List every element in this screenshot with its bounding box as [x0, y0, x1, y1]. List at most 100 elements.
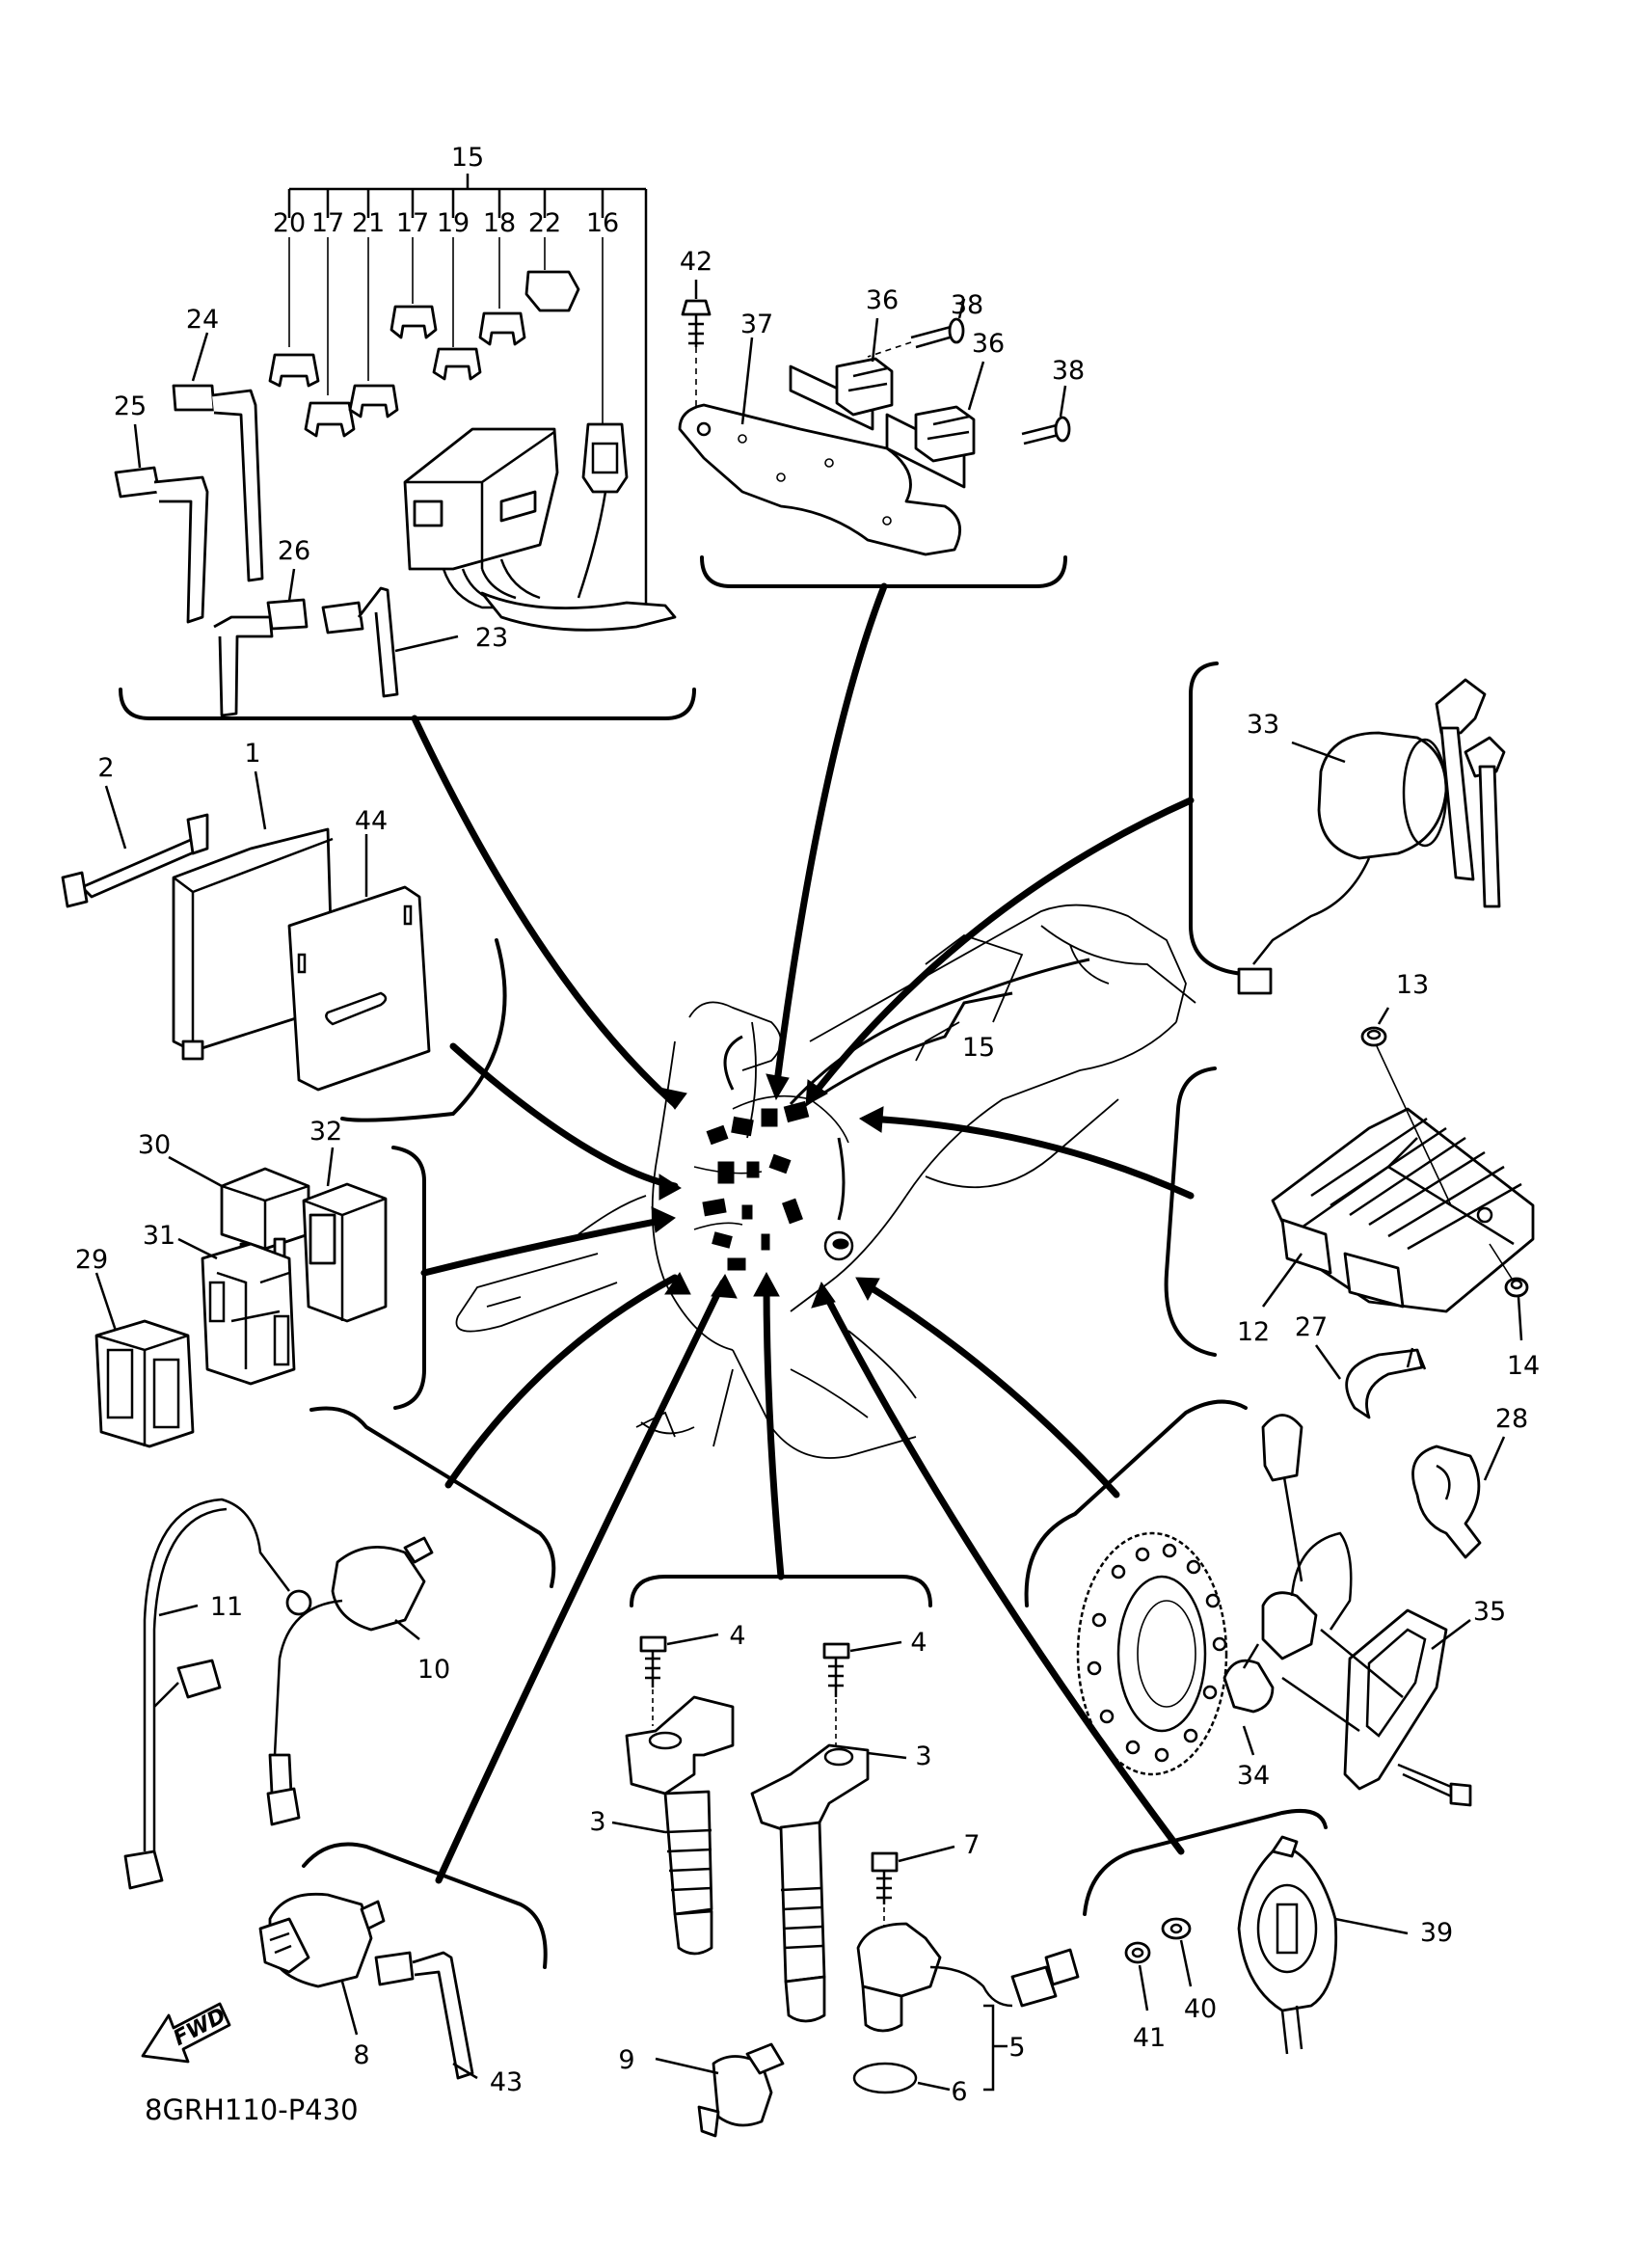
- callout-label-17: 17: [396, 208, 429, 238]
- callout-label-38: 38: [951, 290, 983, 320]
- leader-34: [1242, 1725, 1255, 1756]
- bracket-relays-group: [391, 1146, 426, 1410]
- callout-label-44: 44: [355, 806, 388, 836]
- speed-sensor-assembly: [655, 1845, 1080, 2138]
- leader-27: [1314, 1344, 1342, 1380]
- screw-7-icon: [871, 1845, 955, 1929]
- ecu-assembly: [61, 770, 431, 1092]
- bracket-coil-group: [630, 1575, 932, 1607]
- pickup-bracket-35-icon: [1343, 1608, 1448, 1791]
- callout-label-4: 4: [729, 1621, 745, 1651]
- leader-horn: [820, 1288, 1185, 1855]
- relay-36-icons: [835, 317, 985, 463]
- leader-relay-bracket: [772, 582, 888, 1094]
- leader-11: [158, 1604, 199, 1617]
- leader-6: [917, 2081, 951, 2092]
- callout-label-7: 7: [963, 1830, 980, 1860]
- callout-label-26: 26: [278, 536, 310, 566]
- pickup-coil-34-icon: [1223, 1414, 1353, 1714]
- callout-label-36: 36: [866, 285, 899, 315]
- callout-label-38: 38: [1052, 356, 1085, 386]
- bracket-sensor-group: [309, 1406, 556, 1588]
- rotor-disc-icon: [1076, 1531, 1228, 1776]
- relay-32-icon: [302, 1182, 388, 1323]
- speed-sensor-5-icon: [856, 1922, 1080, 2033]
- cover-plate-44-icon: [287, 885, 431, 1092]
- callout-label-11: 11: [210, 1592, 243, 1622]
- callout-label-25: 25: [114, 392, 147, 421]
- callout-label-4: 4: [910, 1628, 927, 1658]
- callout-label-9: 9: [618, 2045, 634, 2075]
- relay-holder-31-icon: [201, 1242, 296, 1386]
- leader-10: [394, 1619, 420, 1640]
- callout-label-13: 13: [1396, 970, 1429, 1000]
- fwd-arrow-icon: FWD: [141, 2002, 231, 2064]
- o-ring-6-icon: [852, 2062, 918, 2094]
- clamp-27-icon: [1345, 1347, 1427, 1419]
- leader-30: [168, 1155, 223, 1188]
- cable-tie-43-icon: [374, 1951, 478, 2080]
- callout-label-17: 17: [311, 208, 344, 238]
- callout-label-22: 22: [528, 208, 561, 238]
- callout-label-39: 39: [1420, 1918, 1453, 1948]
- bolt-icon-pickup: [1281, 1629, 1472, 1807]
- leader-pickup: [859, 1279, 1120, 1498]
- bolt-4-right-icon: [822, 1640, 902, 1745]
- callout-label-2: 2: [97, 753, 114, 783]
- rectifier-regulator-12-icon: [1271, 1107, 1535, 1313]
- callout-label-33: 33: [1247, 710, 1279, 740]
- leader-lines: [411, 582, 1195, 1884]
- leader-32: [326, 1147, 335, 1187]
- relay-assembly: [94, 1147, 388, 1448]
- harness-connector-cluster: [693, 1094, 854, 1271]
- callout-label-16: 16: [586, 208, 619, 238]
- mini-fuse-icons: [268, 270, 580, 438]
- callout-label-19: 19: [437, 208, 470, 238]
- callout-label-23: 23: [475, 623, 508, 653]
- bracket-horn-group: [1083, 1808, 1328, 1916]
- leader-2: [104, 785, 127, 850]
- leader-1: [254, 770, 267, 830]
- callout-label-15: 15: [962, 1033, 995, 1063]
- main-switch-assembly: [1237, 678, 1506, 995]
- key-icons: [1435, 678, 1506, 908]
- callout-label-8: 8: [353, 2040, 369, 2070]
- callout-label-34: 34: [1237, 1761, 1270, 1791]
- bracket-ecu-group: [340, 938, 507, 1122]
- bracket-relay-group: [700, 555, 1067, 588]
- relay-29-icon: [94, 1319, 195, 1448]
- callout-label-27: 27: [1295, 1312, 1328, 1342]
- callout-label-21: 21: [352, 208, 385, 238]
- callout-label-1: 1: [244, 739, 260, 769]
- cable-tie-icons: [114, 384, 399, 717]
- callout-label-37: 37: [740, 310, 773, 339]
- callout-label-18: 18: [483, 208, 516, 238]
- callout-label-32: 32: [309, 1117, 342, 1147]
- callout-label-3: 3: [915, 1742, 931, 1771]
- callout-label-5: 5: [1008, 2033, 1025, 2063]
- ignition-coil-assembly: [611, 1633, 907, 2023]
- harness-strap-2-icon: [61, 813, 209, 908]
- leader-35: [1431, 1619, 1471, 1650]
- bracket-fusebox-group: [119, 688, 696, 720]
- leader-29: [94, 1272, 118, 1332]
- callout-label-10: 10: [417, 1655, 450, 1685]
- callout-label-36: 36: [972, 329, 1005, 359]
- leader-24: [191, 332, 209, 382]
- battery-lead-assembly: [123, 1498, 434, 1890]
- relay-30-icon: [220, 1167, 310, 1265]
- bolt-42-icon: [681, 280, 712, 424]
- washer-40-icon: [1161, 1917, 1193, 1987]
- callout-label-6: 6: [951, 2077, 967, 2107]
- leader-switch: [806, 796, 1195, 1103]
- callout-label-40: 40: [1184, 1994, 1217, 2024]
- callout-label-15: 15: [451, 143, 484, 173]
- callout-label-31: 31: [143, 1221, 175, 1251]
- relay-bracket-assembly: [678, 280, 1071, 556]
- leader-28: [1483, 1436, 1506, 1481]
- leader-33: [1291, 741, 1346, 764]
- sensor-10-icon: [266, 1536, 434, 1826]
